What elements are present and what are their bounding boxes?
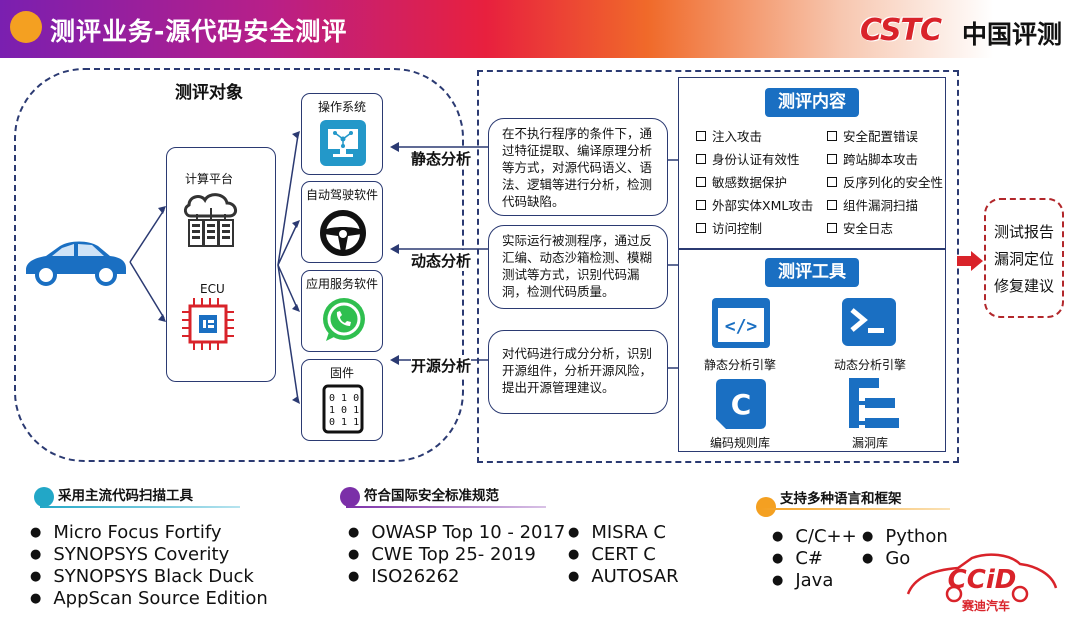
language-item: Go — [862, 548, 910, 570]
test-object-title: 测评对象 — [175, 83, 243, 103]
section-dot-orange — [756, 497, 776, 517]
terminal-icon — [842, 298, 896, 346]
target-label: 自动驾驶软件 — [305, 188, 378, 202]
cstc-logo-chinese: 中国评测 — [962, 20, 1063, 49]
hierarchy-icon — [849, 378, 899, 428]
ccid-logo-subtext: 赛迪汽车 — [961, 598, 1010, 613]
standard-item: CWE Top 25- 2019 — [348, 544, 536, 566]
static-analysis-label: 静态分析 — [411, 148, 472, 169]
target-label: 应用服务软件 — [305, 277, 378, 291]
test-content-title: 测评内容 — [765, 88, 859, 117]
header-banner — [0, 0, 1080, 58]
ecu-label: ECU — [200, 282, 225, 296]
content-item: 反序列化的安全性 — [827, 172, 943, 191]
language-item: C/C++ — [772, 526, 856, 548]
languages-title: 支持多种语言和框架 — [780, 491, 902, 507]
content-item: 跨站脚本攻击 — [827, 149, 918, 168]
svg-text:0 1 1: 0 1 1 — [329, 417, 359, 428]
result-item: 漏洞定位 — [993, 249, 1054, 268]
ccid-logo-text: CCiD — [948, 565, 1017, 595]
content-item: 敏感数据保护 — [696, 172, 787, 191]
content-item: 外部实体XML攻击 — [696, 195, 813, 214]
standard-item: OWASP Top 10 - 2017 — [348, 522, 565, 544]
content-item: 注入攻击 — [696, 126, 762, 145]
target-firmware: 固件 0 1 0 1 0 1 0 1 1 — [301, 359, 383, 441]
ecu-chip-icon — [182, 298, 234, 350]
opensource-analysis-desc: 对代码进行成分分析，识别开源组件，分析开源风险，提出开源管理建议。 — [488, 330, 668, 414]
result-item: 修复建议 — [993, 276, 1054, 295]
section-underline — [346, 506, 546, 508]
computing-platform-label: 计算平台 — [185, 172, 234, 186]
scan-tool-item: AppScan Source Edition — [30, 588, 267, 610]
test-content-box — [678, 77, 946, 249]
standard-item: CERT C — [568, 544, 655, 566]
page-title: 测评业务-源代码安全测评 — [50, 17, 348, 46]
tool-label: 编码规则库 — [709, 436, 770, 450]
standard-item: ISO26262 — [348, 566, 459, 588]
content-item: 身份认证有效性 — [696, 149, 800, 168]
content-item: 安全日志 — [827, 218, 893, 237]
c-language-icon: C — [716, 379, 766, 429]
binary-file-icon: 0 1 0 1 0 1 0 1 1 — [322, 384, 364, 434]
platform-box — [166, 147, 276, 382]
cloud-server-icon — [183, 193, 237, 247]
standard-item: AUTOSAR — [568, 566, 678, 588]
content-item: 安全配置错误 — [827, 126, 918, 145]
language-item: Python — [862, 526, 947, 548]
dynamic-analysis-desc: 实际运行被测程序，通过反汇编、动态沙箱检测、模糊测试等方式，识别代码漏洞，检测代… — [488, 225, 668, 309]
scan-tool-item: Micro Focus Fortify — [30, 522, 221, 544]
analysis-panel — [477, 70, 959, 463]
results-box: 测试报告 漏洞定位 修复建议 — [984, 198, 1064, 318]
cstc-logo: CSTC — [860, 13, 942, 48]
tool-label: 漏洞库 — [851, 436, 888, 450]
test-tools-title: 测评工具 — [765, 258, 859, 287]
tool-label: 静态分析引擎 — [703, 358, 776, 372]
result-item: 测试报告 — [993, 222, 1054, 241]
header-bullet-dot — [10, 11, 42, 43]
connector-lines — [129, 131, 300, 404]
svg-text:</>: </> — [725, 316, 758, 337]
section-underline — [40, 506, 240, 508]
content-item: 组件漏洞扫描 — [827, 195, 918, 214]
target-application-service: 应用服务软件 — [301, 270, 383, 352]
language-item: Java — [772, 570, 833, 592]
scan-tool-item: SYNOPSYS Coverity — [30, 544, 229, 566]
section-underline — [760, 508, 950, 510]
standard-item: MISRA C — [568, 522, 666, 544]
target-label: 固件 — [329, 366, 354, 380]
chat-phone-icon — [323, 298, 365, 341]
content-item: 访问控制 — [696, 218, 762, 237]
target-label: 操作系统 — [317, 100, 366, 114]
red-arrow-icon — [957, 251, 983, 271]
section-dot-purple — [340, 487, 360, 507]
code-editor-icon: </> — [712, 298, 770, 348]
svg-text:C: C — [731, 388, 752, 421]
dynamic-analysis-label: 动态分析 — [411, 250, 472, 271]
car-icon — [26, 241, 126, 286]
standards-title: 符合国际安全标准规范 — [364, 488, 499, 504]
test-tools-box — [678, 249, 946, 452]
target-autonomous-driving: 自动驾驶软件 — [301, 181, 383, 263]
language-item: C# — [772, 548, 823, 570]
static-analysis-desc: 在不执行程序的条件下，通过特征提取、编译原理分析等方式，对源代码语义、语法、逻辑… — [488, 118, 668, 216]
svg-text:0 1 0: 0 1 0 — [329, 393, 359, 404]
svg-text:1 0 1: 1 0 1 — [329, 405, 359, 416]
scan-tool-item: SYNOPSYS Black Duck — [30, 566, 254, 588]
opensource-analysis-label: 开源分析 — [411, 355, 472, 376]
ccid-logo: CCiD 赛迪汽车 — [906, 553, 1058, 613]
section-dot-teal — [34, 487, 54, 507]
desc-connectors — [668, 159, 678, 369]
scan-tools-title: 采用主流代码扫描工具 — [58, 488, 193, 504]
steering-wheel-icon — [320, 210, 366, 256]
tool-label: 动态分析引擎 — [833, 358, 906, 372]
target-operating-system: 操作系统 — [301, 93, 383, 175]
monitor-network-icon — [320, 120, 366, 166]
